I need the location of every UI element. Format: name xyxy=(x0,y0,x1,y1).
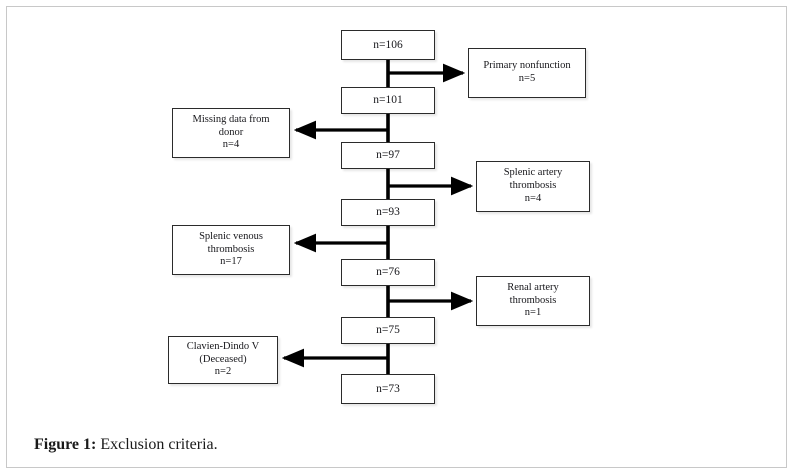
node-exclusion-splenic-artery-label: Splenic artery thrombosis n=4 xyxy=(503,167,563,204)
node-n93-label: n=93 xyxy=(376,206,400,219)
node-exclusion-splenic-venous-label: Splenic venous thrombosis n=17 xyxy=(199,230,263,268)
node-n76: n=76 xyxy=(341,259,435,286)
node-n97-label: n=97 xyxy=(376,149,400,162)
node-exclusion-clavien-dindo: Clavien-Dindo V (Deceased) n=2 xyxy=(168,336,278,384)
figure-caption-label: Figure 1: xyxy=(34,436,97,453)
node-exclusion-renal-artery-label: Renal artery thrombosis n=1 xyxy=(507,281,559,319)
node-exclusion-clavien-dindo-label: Clavien-Dindo V (Deceased) n=2 xyxy=(186,340,260,378)
node-exclusion-primary-nonfunction: Primary nonfunction n=5 xyxy=(468,48,586,98)
node-n93: n=93 xyxy=(341,199,435,226)
node-n97: n=97 xyxy=(341,142,435,169)
node-n106-label: n=106 xyxy=(373,38,403,51)
node-n75-label: n=75 xyxy=(376,324,400,337)
node-n106: n=106 xyxy=(341,30,435,60)
node-exclusion-missing-data-label: Missing data from donor n=4 xyxy=(192,113,270,151)
node-exclusion-splenic-venous: Splenic venous thrombosis n=17 xyxy=(172,225,290,275)
node-n73: n=73 xyxy=(341,374,435,404)
node-n101-label: n=101 xyxy=(373,94,403,107)
figure-caption-text: Exclusion criteria. xyxy=(96,436,218,453)
node-exclusion-missing-data: Missing data from donor n=4 xyxy=(172,108,290,158)
node-exclusion-renal-artery: Renal artery thrombosis n=1 xyxy=(476,276,590,326)
node-n73-label: n=73 xyxy=(376,382,400,395)
node-n101: n=101 xyxy=(341,87,435,114)
node-n75: n=75 xyxy=(341,317,435,344)
figure-caption: Figure 1: Exclusion criteria. xyxy=(34,436,218,454)
node-exclusion-splenic-artery: Splenic artery thrombosis n=4 xyxy=(476,161,590,212)
node-n76-label: n=76 xyxy=(376,266,400,279)
node-exclusion-primary-nonfunction-label: Primary nonfunction n=5 xyxy=(483,60,571,84)
